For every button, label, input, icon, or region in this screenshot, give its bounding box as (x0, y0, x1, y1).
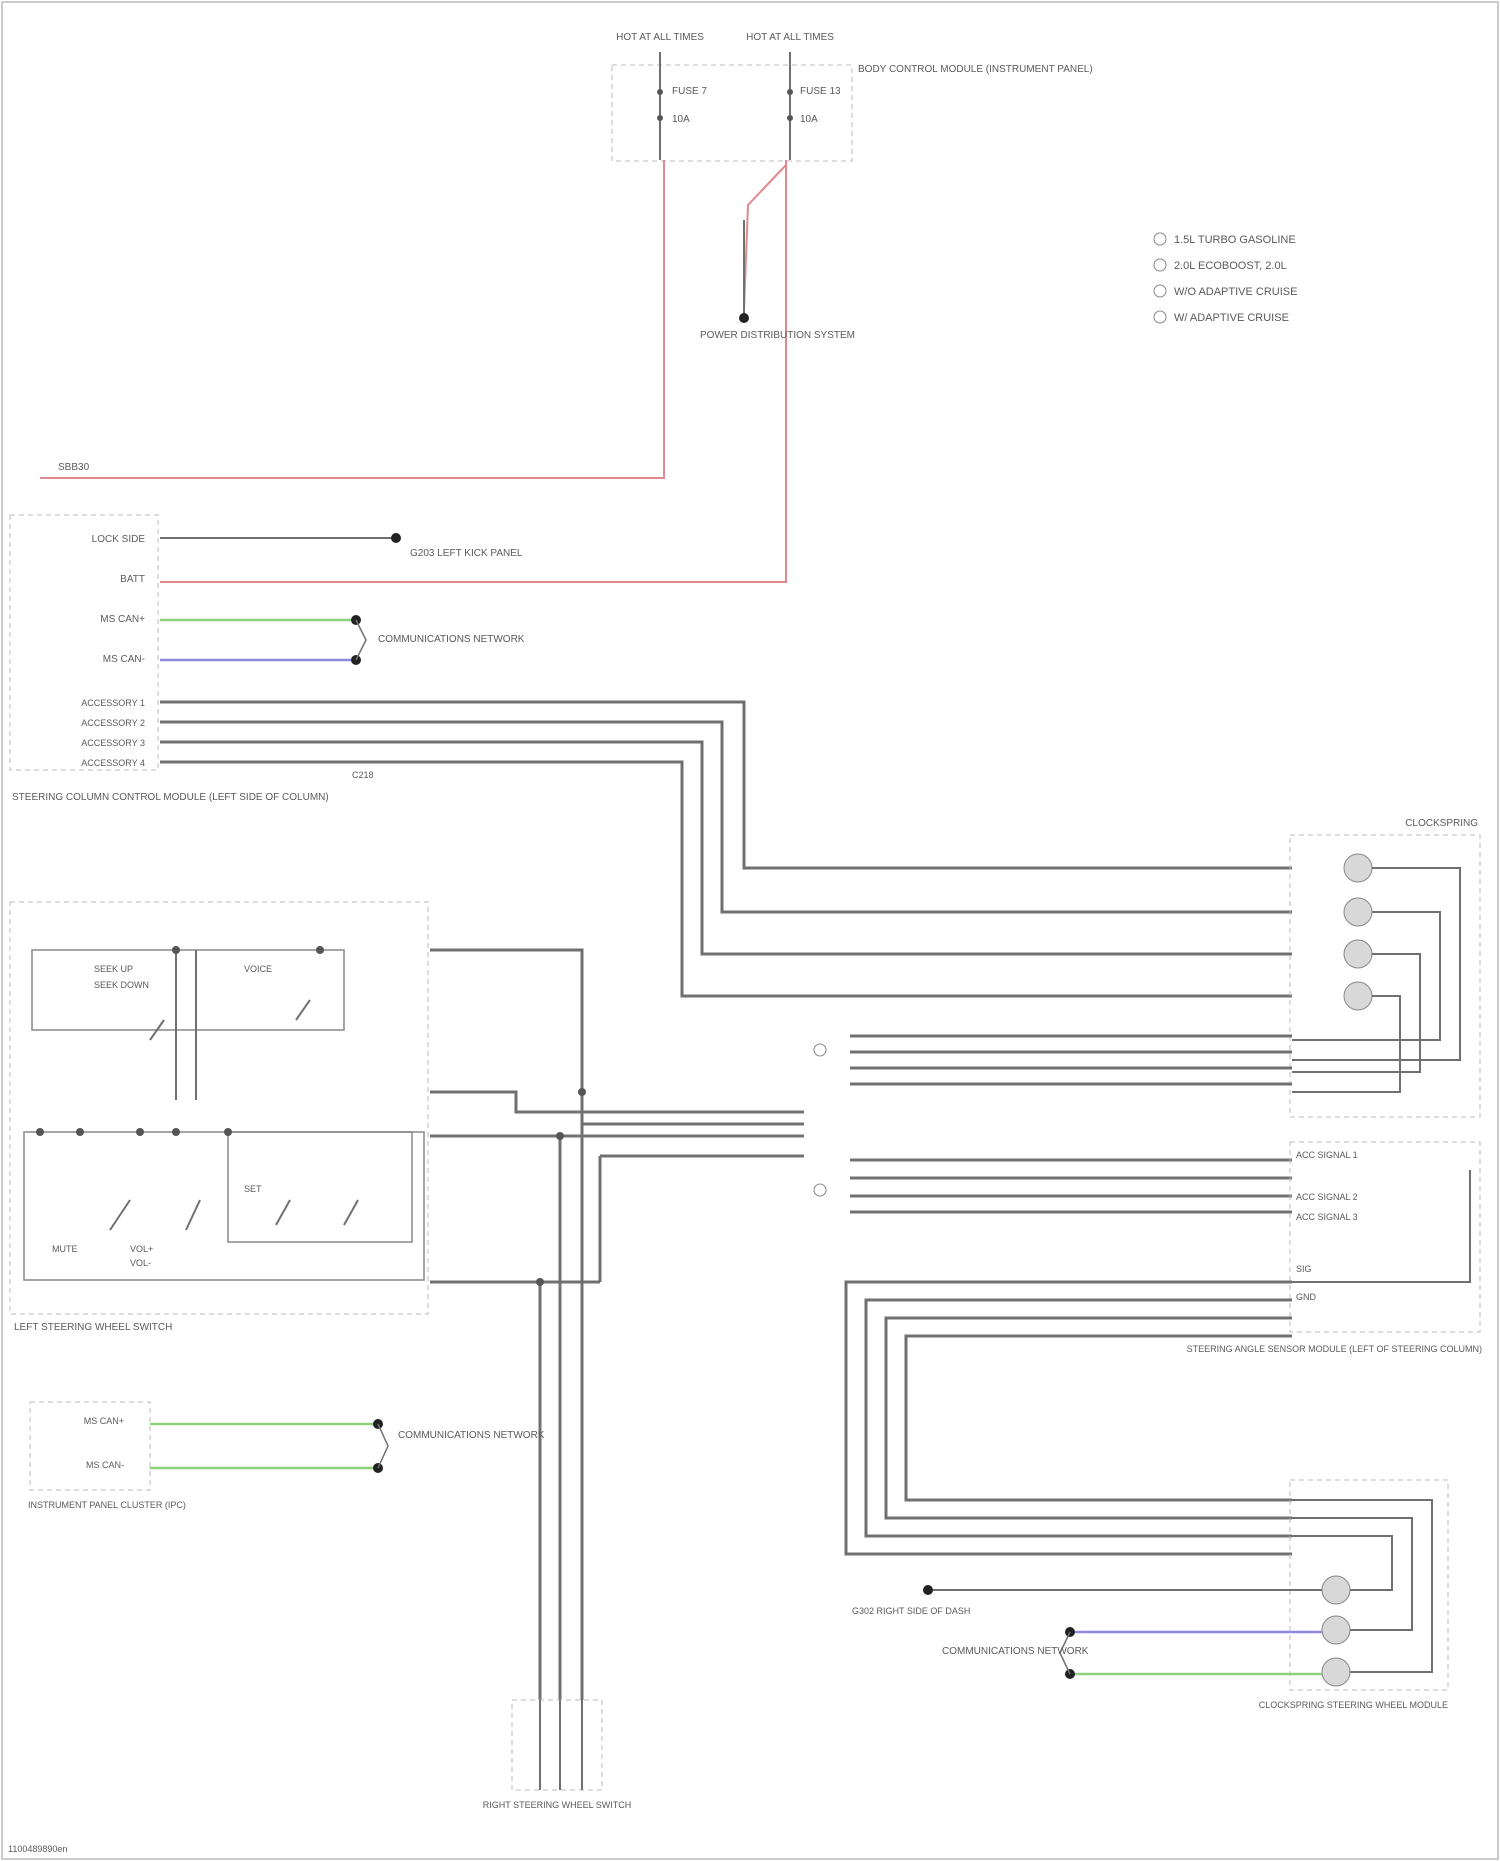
fuse-box-label: BODY CONTROL MODULE (INSTRUMENT PANEL) (858, 64, 1093, 75)
legend-item-4: W/ ADAPTIVE CRUISE (1174, 312, 1289, 324)
fuse-2-name: FUSE 13 (800, 86, 841, 97)
network-label-2: COMMUNICATIONS NETWORK (398, 1430, 545, 1441)
connector-c218: C218 (352, 770, 374, 780)
ipc-pin-ms-can-plus: MS CAN+ (84, 1416, 124, 1426)
accessory-wires (160, 702, 1292, 996)
fuse-1-name: FUSE 7 (672, 86, 707, 97)
steering-module-name: STEERING COLUMN CONTROL MODULE (LEFT SID… (12, 792, 329, 803)
pin-accessory-3: ACCESSORY 3 (81, 738, 145, 748)
right-steering-wheel-switch: RIGHT STEERING WHEEL SWITCH (483, 1700, 632, 1810)
acc-signal-2: ACC SIGNAL 2 (1296, 1192, 1358, 1202)
power-distribution-dot (739, 313, 749, 323)
switch-set: SET (244, 1184, 262, 1194)
acc-signal-3: ACC SIGNAL 3 (1296, 1212, 1358, 1222)
legend-item-2: 2.0L ECOBOOST, 2.0L (1174, 260, 1287, 272)
fuse-1-feed: HOT AT ALL TIMES (616, 32, 704, 43)
ground-g302-label: G302 RIGHT SIDE OF DASH (852, 1606, 970, 1616)
pin-accessory-4: ACCESSORY 4 (81, 758, 145, 768)
ground-g203-label: G203 LEFT KICK PANEL (410, 548, 523, 559)
power-distribution-label: POWER DISTRIBUTION SYSTEM (700, 330, 855, 341)
clockspring-label: CLOCKSPRING (1405, 818, 1478, 829)
pin-ms-can-plus: MS CAN+ (100, 614, 145, 625)
legend-marker-3 (1154, 285, 1166, 297)
steering-angle-module: ACC SIGNAL 1 ACC SIGNAL 2 ACC SIGNAL 3 S… (1187, 1142, 1482, 1354)
steering-angle-module-name: STEERING ANGLE SENSOR MODULE (LEFT OF ST… (1187, 1344, 1482, 1354)
pin-batt: BATT (120, 574, 145, 585)
ipc-pin-ms-can-minus: MS CAN- (86, 1460, 124, 1470)
red-wires (40, 160, 786, 582)
legend-ref-1 (814, 1044, 826, 1056)
legend-item-1: 1.5L TURBO GASOLINE (1174, 234, 1296, 246)
switch-vol-minus: VOL- (130, 1258, 151, 1268)
legend-marker-4 (1154, 311, 1166, 323)
legend-ref-2 (814, 1184, 826, 1196)
acc-signal-1: ACC SIGNAL 1 (1296, 1150, 1358, 1160)
pin-sig: SIG (1296, 1264, 1312, 1274)
instrument-panel-cluster: MS CAN+ MS CAN- INSTRUMENT PANEL CLUSTER… (28, 1402, 186, 1510)
fuse-2-amps: 10A (800, 114, 818, 125)
switch-seek-up: SEEK UP (94, 964, 133, 974)
left-feed-label: SBB30 (58, 462, 90, 473)
legend-item-3: W/O ADAPTIVE CRUISE (1174, 286, 1297, 298)
switch-voice: VOICE (244, 964, 272, 974)
pin-gnd: GND (1296, 1292, 1317, 1302)
legend: 1.5L TURBO GASOLINE 2.0L ECOBOOST, 2.0L … (1154, 233, 1297, 324)
fuse-2-feed: HOT AT ALL TIMES (746, 32, 834, 43)
switch-vol-plus: VOL+ (130, 1244, 153, 1254)
pin-lock-side: LOCK SIDE (92, 534, 146, 545)
switch-mute: MUTE (52, 1244, 78, 1254)
footer-id: 1100489890en (8, 1844, 67, 1854)
left-steering-wheel-switch: SEEK UP SEEK DOWN VOICE MUTE VOL+ VOL- S… (10, 902, 428, 1333)
pin-ms-can-minus: MS CAN- (103, 654, 145, 665)
left-switch-name: LEFT STEERING WHEEL SWITCH (14, 1322, 172, 1333)
clockspring-steering-wheel-module: CLOCKSPRING STEERING WHEEL MODULE (1259, 1480, 1448, 1710)
switch-seek-down: SEEK DOWN (94, 980, 149, 990)
legend-marker-1 (1154, 233, 1166, 245)
right-switch-label: RIGHT STEERING WHEEL SWITCH (483, 1800, 632, 1810)
fuse-1-amps: 10A (672, 114, 690, 125)
pin-accessory-1: ACCESSORY 1 (81, 698, 145, 708)
network-label-3: COMMUNICATIONS NETWORK (942, 1646, 1089, 1657)
network-label-1: COMMUNICATIONS NETWORK (378, 634, 525, 645)
ipc-name: INSTRUMENT PANEL CLUSTER (IPC) (28, 1500, 186, 1510)
pin-accessory-2: ACCESSORY 2 (81, 718, 145, 728)
clockspring-wheel-module-name: CLOCKSPRING STEERING WHEEL MODULE (1259, 1700, 1448, 1710)
fuse-box: HOT AT ALL TIMES HOT AT ALL TIMES FUSE 7… (612, 32, 1093, 161)
legend-marker-2 (1154, 259, 1166, 271)
